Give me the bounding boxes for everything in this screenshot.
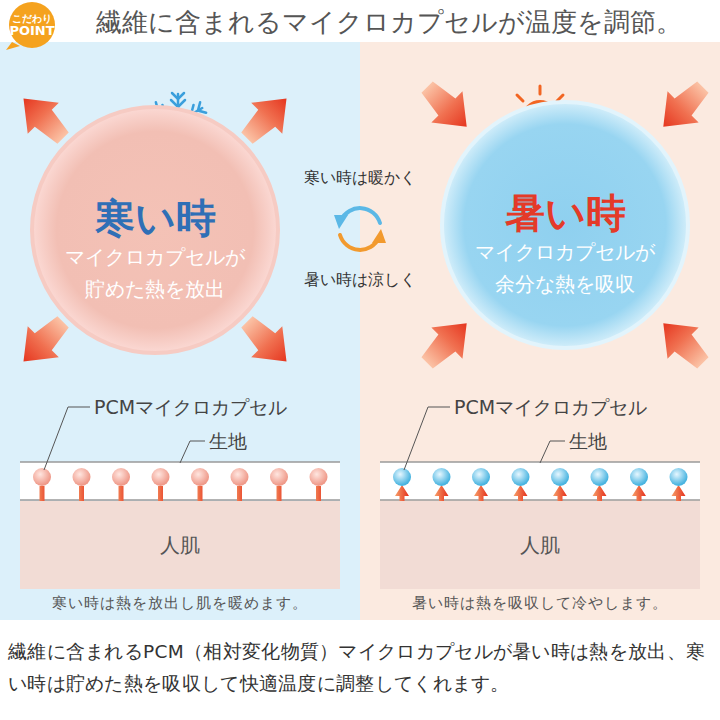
point-badge: こだわりPOINT [4, 2, 60, 50]
capsule [112, 468, 130, 486]
part-label: PCMマイクロカプセル [94, 395, 287, 421]
node-heading: 人肌 [520, 534, 560, 557]
panel-note: 暑い時は熱を吸収して冷やします。 [412, 594, 668, 613]
panel-note: 寒い時は熱を放出し肌を暖めます。 [52, 594, 308, 613]
part-label: PCMマイクロカプセル [454, 395, 647, 421]
capsule [152, 468, 170, 486]
node-body: POINT [9, 24, 54, 39]
capsule [310, 468, 328, 486]
condition-circle: 寒い時マイクロカプセルが 貯めた熱を放出 [30, 105, 280, 355]
heat-arrow [412, 72, 483, 143]
capsule [551, 468, 569, 486]
cold-panel [0, 42, 360, 620]
capsule [33, 468, 51, 486]
capsule [231, 468, 249, 486]
heat-arrow [412, 308, 483, 379]
skin-band: 人肌 [20, 501, 340, 589]
heat-arrow [648, 72, 719, 143]
caption: 繊維に含まれるPCM（相対変化物質）マイクロカプセルが暑い時は熱を放出、寒い時は… [8, 636, 712, 701]
title: 繊維に含まれるマイクロカプセルが温度を調節。 [96, 5, 682, 40]
node-body: マイクロカプセルが 貯めた熱を放出 [55, 241, 255, 305]
hot-panel [360, 42, 720, 620]
capsule [73, 468, 91, 486]
skin-band: 人肌 [380, 501, 700, 589]
capsule [433, 468, 451, 486]
state-note: 暑い時は涼しく [304, 270, 416, 291]
capsule [591, 468, 609, 486]
heat-arrows [8, 72, 719, 379]
capsule [472, 468, 490, 486]
state-note: 寒い時は暖かく [304, 168, 416, 189]
cycle-icon [334, 208, 386, 250]
capsule [393, 468, 411, 486]
capsule [270, 468, 288, 486]
capsule [191, 468, 209, 486]
condition-circle: 暑い時マイクロカプセルが 余分な熱を吸収 [440, 100, 690, 350]
node-heading: こだわり [12, 13, 52, 25]
heat-arrow [648, 308, 719, 379]
node-heading: 寒い時 [95, 195, 216, 241]
node-heading: 暑い時 [505, 190, 626, 236]
capsule [670, 468, 688, 486]
capsule [630, 468, 648, 486]
part-label: 生地 [569, 429, 607, 455]
part-label: 生地 [209, 429, 247, 455]
node-body: マイクロカプセルが 余分な熱を吸収 [465, 236, 665, 300]
node-heading: 人肌 [160, 534, 200, 557]
capsule [512, 468, 530, 486]
